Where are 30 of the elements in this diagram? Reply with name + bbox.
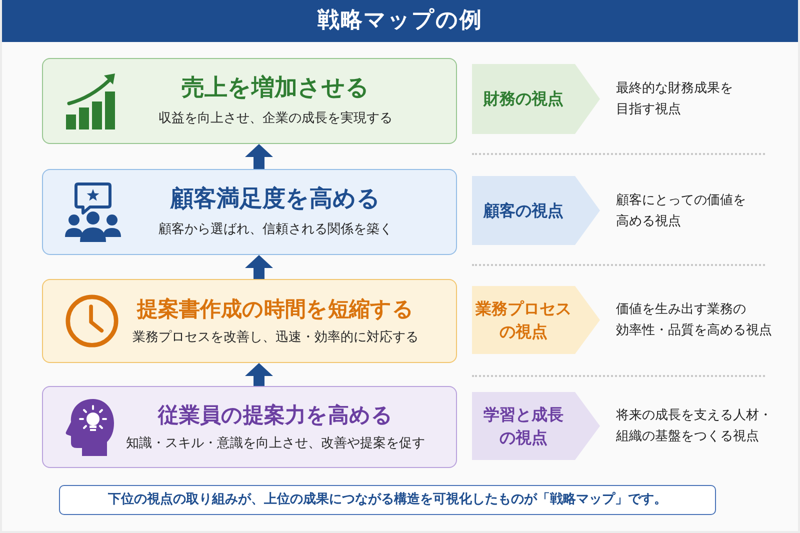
objective-description: 業務プロセスを改善し、迅速・効率的に対応する — [132, 328, 418, 346]
objective-title: 提案書作成の時間を短縮する — [137, 296, 414, 322]
objective-description: 知識・スキル・意識を向上させ、改善や提案を促す — [126, 434, 425, 452]
block-arrow — [245, 255, 273, 279]
summary-box — [59, 485, 716, 515]
objective-description: 顧客から選ばれ、信頼される関係を築く — [158, 221, 392, 239]
objective-card — [42, 58, 457, 144]
block-arrow — [245, 363, 273, 386]
block-arrow — [245, 144, 273, 169]
objective-card — [42, 279, 457, 363]
perspective-arrow-tag — [472, 64, 600, 134]
perspective-arrow-tag — [472, 392, 600, 460]
objective-description: 収益を向上させ、企業の成長を実現する — [158, 110, 392, 128]
objective-card — [42, 169, 457, 255]
perspective-note: 顧客にとっての価値を高める視点 — [616, 192, 746, 230]
objective-title: 売上を増加させる — [182, 74, 370, 104]
diagram-title: 戦略マップの例 — [318, 8, 482, 34]
perspective-label: 業務プロセスの視点 — [474, 298, 572, 343]
perspective-note: 最終的な財務成果を目指す視点 — [616, 80, 733, 119]
objective-title: 顧客満足度を高める — [170, 185, 380, 214]
summary-note: 下位の視点の取り組みが、上位の成果につながる構造を可視化したものが「戦略マップ」です。 — [108, 492, 667, 508]
perspective-arrow-tag — [472, 286, 600, 354]
perspective-note: 将来の成長を支える人材・組織の基盤をつくる視点 — [616, 407, 772, 446]
perspective-note: 価値を生み出す業務の効率性・品質を高める視点 — [616, 301, 772, 340]
perspective-arrow-tag — [472, 176, 600, 245]
objective-title: 従業員の提案力を高める — [158, 402, 393, 428]
objective-card — [42, 386, 457, 468]
perspective-label: 財務の視点 — [484, 88, 564, 110]
perspective-label: 顧客の視点 — [484, 200, 564, 222]
perspective-label: 学習と成長の視点 — [482, 404, 564, 449]
